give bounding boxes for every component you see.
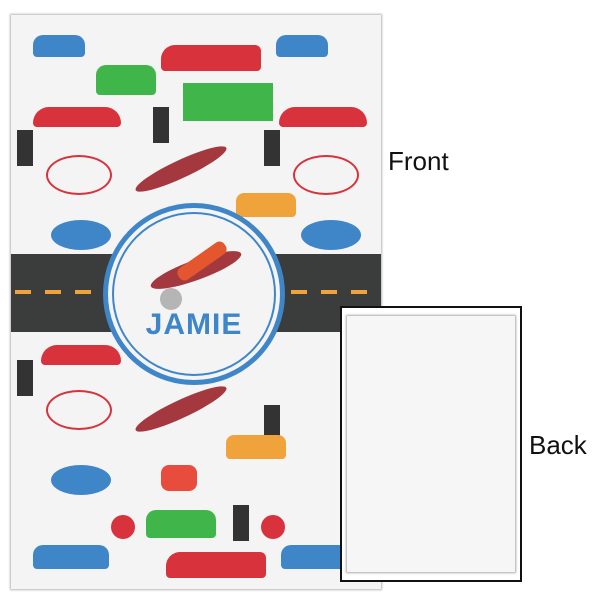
airplane-icon (131, 139, 231, 199)
do-not-enter-sign-icon (261, 515, 285, 539)
sports-car-icon (33, 107, 121, 127)
car-icon (33, 35, 85, 57)
front-label: Front (388, 146, 449, 176)
bicycle-icon (46, 155, 112, 195)
helicopter-icon (51, 465, 111, 495)
front-poster-preview: JAMIE (11, 15, 381, 589)
back-preview-frame (340, 306, 522, 582)
bus-icon (166, 552, 266, 578)
sports-car-icon (279, 107, 367, 127)
helicopter-icon (51, 220, 111, 250)
scooter-icon (161, 465, 197, 491)
traffic-light-icon (264, 405, 280, 441)
back-label: Back (529, 430, 587, 460)
back-poster-preview (347, 316, 515, 572)
traffic-light-icon (264, 130, 280, 166)
sports-car-icon (41, 345, 121, 365)
van-icon (146, 510, 216, 538)
traffic-light-icon (17, 130, 33, 166)
traffic-light-icon (233, 505, 249, 541)
traffic-light-icon (17, 360, 33, 396)
helicopter-icon (301, 220, 361, 250)
truck-icon (183, 83, 273, 121)
car-icon (96, 65, 156, 95)
do-not-enter-sign-icon (111, 515, 135, 539)
taxi-icon (236, 193, 296, 217)
traffic-light-icon (153, 107, 169, 143)
name-medallion: JAMIE (103, 203, 285, 385)
bus-icon (161, 45, 261, 71)
car-icon (33, 545, 109, 569)
bicycle-icon (46, 390, 112, 430)
propeller-icon (160, 288, 182, 310)
car-icon (276, 35, 328, 57)
airplane-icon (131, 379, 231, 439)
bicycle-icon (293, 155, 359, 195)
taxi-icon (226, 435, 286, 459)
personalized-name: JAMIE (145, 308, 243, 341)
